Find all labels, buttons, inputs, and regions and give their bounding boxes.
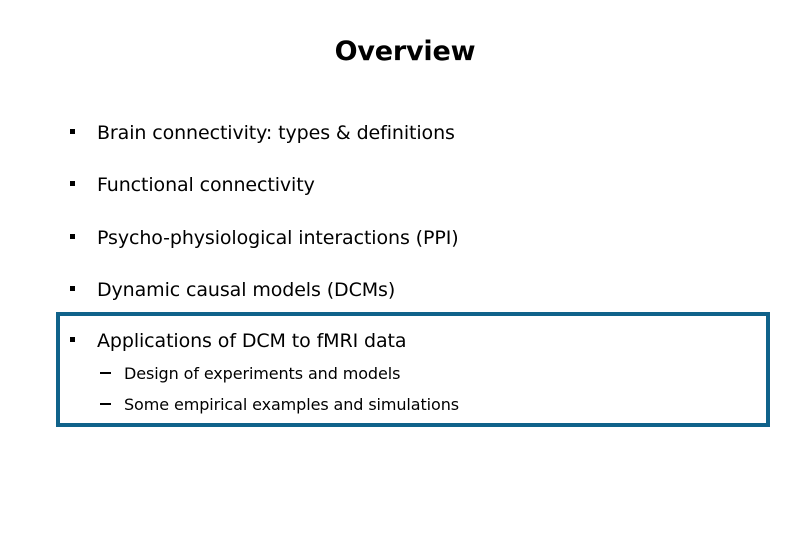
list-item: Psycho-physiological interactions (PPI) bbox=[70, 227, 459, 249]
dash-bullet-icon bbox=[100, 372, 111, 374]
bullet-label: Dynamic causal models (DCMs) bbox=[97, 279, 396, 301]
square-bullet-icon bbox=[70, 337, 75, 342]
list-item: Dynamic causal models (DCMs) bbox=[70, 279, 395, 301]
bullet-label: Functional connectivity bbox=[97, 174, 315, 196]
sub-bullet-label: Some empirical examples and simulations bbox=[124, 395, 459, 414]
sub-list-item: Some empirical examples and simulations bbox=[100, 395, 459, 414]
list-item: Applications of DCM to fMRI data bbox=[70, 330, 407, 352]
list-item: Brain connectivity: types & definitions bbox=[70, 122, 455, 144]
bullet-label: Brain connectivity: types & definitions bbox=[97, 122, 455, 144]
page-title: Overview bbox=[334, 36, 476, 67]
bullet-label: Psycho-physiological interactions (PPI) bbox=[97, 227, 459, 249]
bullet-label: Applications of DCM to fMRI data bbox=[97, 330, 407, 352]
square-bullet-icon bbox=[70, 286, 75, 291]
list-item: Functional connectivity bbox=[70, 174, 315, 196]
dash-bullet-icon bbox=[100, 403, 111, 405]
emphasis-box bbox=[56, 312, 770, 427]
square-bullet-icon bbox=[70, 181, 75, 186]
square-bullet-icon bbox=[70, 129, 75, 134]
sub-bullet-label: Design of experiments and models bbox=[124, 364, 401, 383]
sub-list-item: Design of experiments and models bbox=[100, 364, 400, 383]
square-bullet-icon bbox=[70, 234, 75, 239]
